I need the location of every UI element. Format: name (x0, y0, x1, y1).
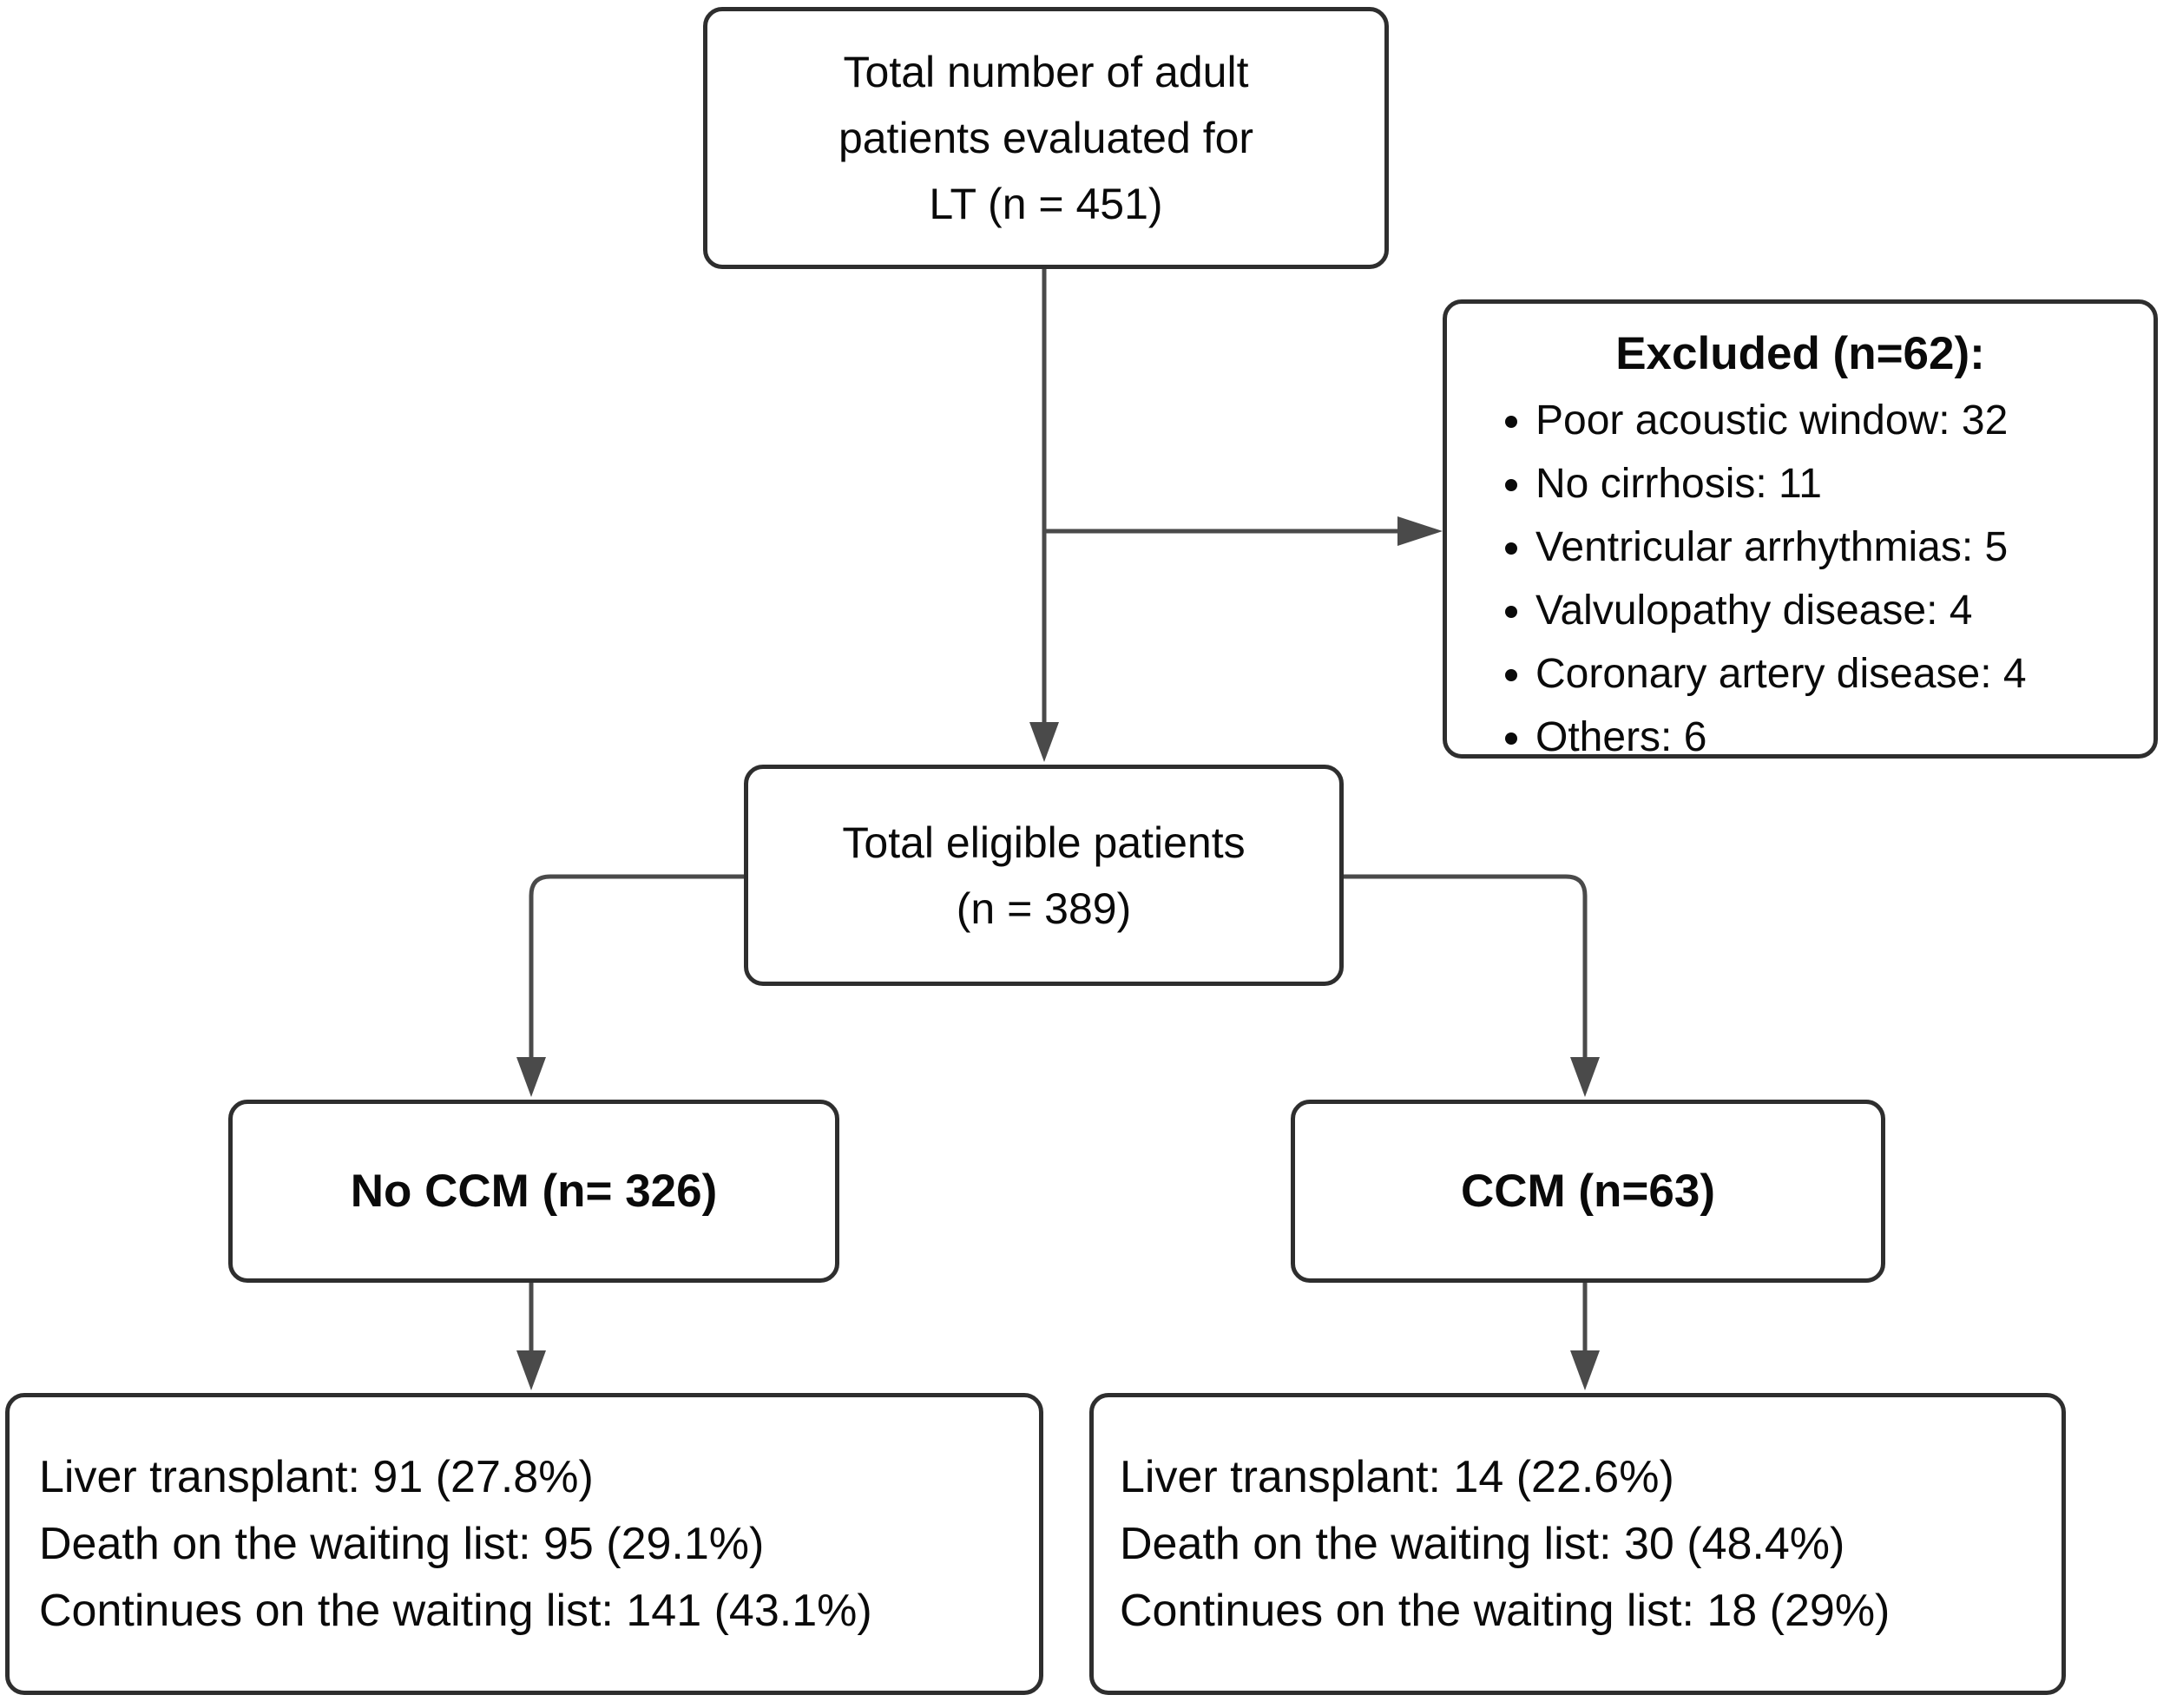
node-ccm: CCM (n=63) (1291, 1100, 1885, 1283)
outcome-line: Continues on the waiting list: 141 (43.1… (39, 1585, 872, 1636)
node-ccm-outcomes: Liver transplant: 14 (22.6%) Death on th… (1089, 1393, 2066, 1695)
node-no-ccm-outcomes: Liver transplant: 91 (27.8%) Death on th… (5, 1393, 1043, 1695)
outcome-line: Liver transplant: 91 (27.8%) (39, 1451, 594, 1502)
node-eligible-patients-line: Total eligible patients (842, 818, 1246, 867)
excluded-reason-item: Ventricular arrhythmias: 5 (1535, 516, 2145, 579)
node-no-ccm-label: No CCM (n= 326) (350, 1165, 718, 1217)
node-eligible-patients: Total eligible patients (n = 389) (744, 765, 1344, 986)
node-ccm-label: CCM (n=63) (1460, 1165, 1715, 1217)
excluded-reason-item: Coronary artery disease: 4 (1535, 642, 2145, 706)
connector-eligible-to-ccm (1344, 874, 1588, 1059)
node-total-patients-line: LT (n = 451) (929, 180, 1163, 228)
node-total-patients-line: patients evaluated for (838, 114, 1254, 162)
arrow-down-icon (1029, 722, 1059, 762)
excluded-reason-item: Poor acoustic window: 32 (1535, 389, 2145, 452)
arrow-down-icon (516, 1350, 546, 1390)
node-excluded: Excluded (n=62): Poor acoustic window: 3… (1443, 299, 2158, 760)
excluded-reason-item: Others: 6 (1535, 706, 2145, 769)
excluded-reasons-list: Poor acoustic window: 32 No cirrhosis: 1… (1456, 389, 2145, 769)
outcome-line: Liver transplant: 14 (22.6%) (1120, 1451, 1674, 1502)
node-excluded-title: Excluded (n=62): (1615, 328, 1985, 379)
node-eligible-patients-line: (n = 389) (956, 884, 1132, 933)
node-no-ccm: No CCM (n= 326) (228, 1100, 839, 1283)
outcome-line: Death on the waiting list: 30 (48.4%) (1120, 1518, 1845, 1569)
outcome-line: Continues on the waiting list: 18 (29%) (1120, 1585, 1891, 1636)
outcome-line: Death on the waiting list: 95 (29.1%) (39, 1518, 765, 1569)
excluded-reason-item: No cirrhosis: 11 (1535, 452, 2145, 516)
arrow-down-icon (1570, 1350, 1600, 1390)
arrow-down-icon (516, 1057, 546, 1097)
node-total-patients: Total number of adult patients evaluated… (703, 7, 1389, 269)
node-total-patients-line: Total number of adult (843, 48, 1249, 96)
connector-eligible-to-noccm (529, 874, 744, 1059)
excluded-reason-item: Valvulopathy disease: 4 (1535, 579, 2145, 642)
arrow-right-icon (1397, 516, 1443, 546)
arrow-down-icon (1570, 1057, 1600, 1097)
